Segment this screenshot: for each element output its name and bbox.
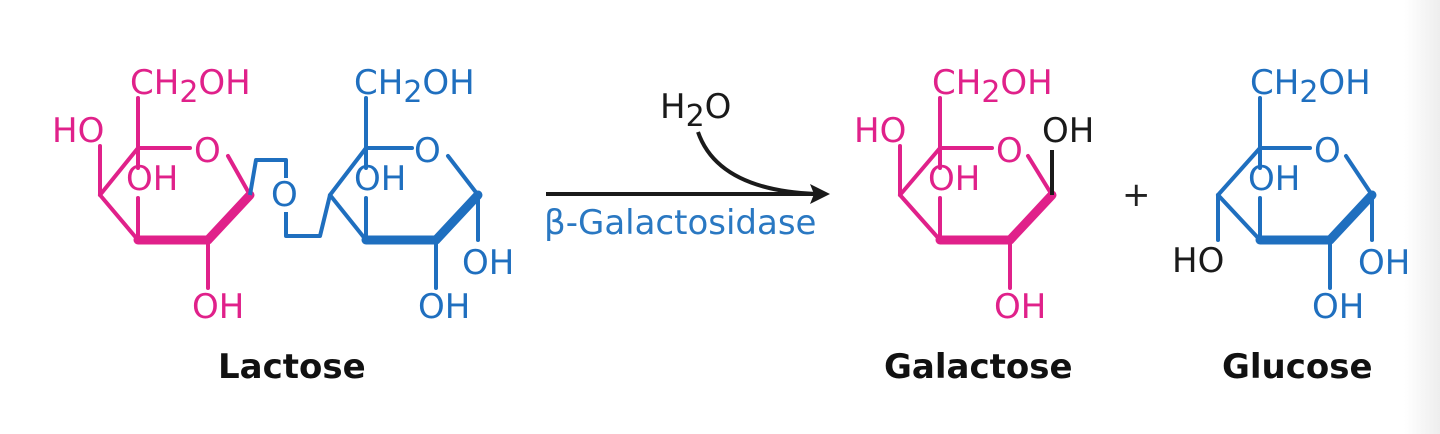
lactose-glc-ch2oh: CH2OH bbox=[354, 63, 475, 110]
glucose-ch2oh: CH2OH bbox=[1250, 63, 1371, 110]
glucose-name: Glucose bbox=[1222, 347, 1373, 387]
glucose-oh-2: OH bbox=[1312, 287, 1364, 327]
reaction-arrow bbox=[546, 131, 830, 204]
glucose-oh-1: OH bbox=[1358, 243, 1410, 283]
glucose-ring bbox=[1216, 96, 1377, 290]
lactose-gal-ch2oh: CH2OH bbox=[130, 63, 251, 110]
lactose-glc-oh-3: OH bbox=[354, 159, 406, 199]
glucose-ring-o: O bbox=[1314, 131, 1341, 171]
galactose-oh-3: OH bbox=[928, 159, 980, 199]
lactose-gal-oh-3: OH bbox=[126, 159, 178, 199]
lactose-gal-ho: HO bbox=[52, 111, 104, 151]
lactose-name: Lactose bbox=[218, 347, 366, 387]
galactose-oh-2: OH bbox=[994, 287, 1046, 327]
galactose-labels: CH2OH HO O OH OH bbox=[854, 63, 1053, 327]
lactose-gal-ring-o: O bbox=[194, 131, 221, 171]
lactose-glucose-labels: CH2OH O OH OH OH bbox=[354, 63, 514, 327]
lactose-galactose-ring bbox=[98, 96, 255, 290]
lactose-glucose-ring bbox=[328, 96, 483, 290]
lactose-gal-oh-2: OH bbox=[192, 287, 244, 327]
galactose-ch2oh: CH2OH bbox=[932, 63, 1053, 110]
enzyme-label: β-Galactosidase bbox=[544, 203, 816, 243]
galactose-name: Galactose bbox=[884, 347, 1073, 387]
galactose-ring-o: O bbox=[996, 131, 1023, 171]
lactose-galactose-labels: CH2OH HO O OH OH bbox=[52, 63, 251, 327]
lactose-glc-oh-1: OH bbox=[462, 243, 514, 283]
glucose-labels: CH2OH O OH OH OH bbox=[1248, 63, 1410, 327]
lactose-glc-oh-2: OH bbox=[418, 287, 470, 327]
right-edge-shadow bbox=[1404, 0, 1440, 434]
plus-sign: + bbox=[1122, 175, 1151, 215]
glucose-ho: HO bbox=[1172, 241, 1224, 281]
galactose-ho: HO bbox=[854, 111, 906, 151]
glycosidic-bond bbox=[248, 158, 332, 238]
galactose-ring bbox=[898, 96, 1057, 290]
galactose-oh-1: OH bbox=[1042, 111, 1094, 151]
lactose-glc-ring-o: O bbox=[414, 131, 441, 171]
glucose-oh-3: OH bbox=[1248, 159, 1300, 199]
water-label: H2O bbox=[660, 87, 731, 134]
lactose-bridge-o: O bbox=[271, 175, 298, 215]
